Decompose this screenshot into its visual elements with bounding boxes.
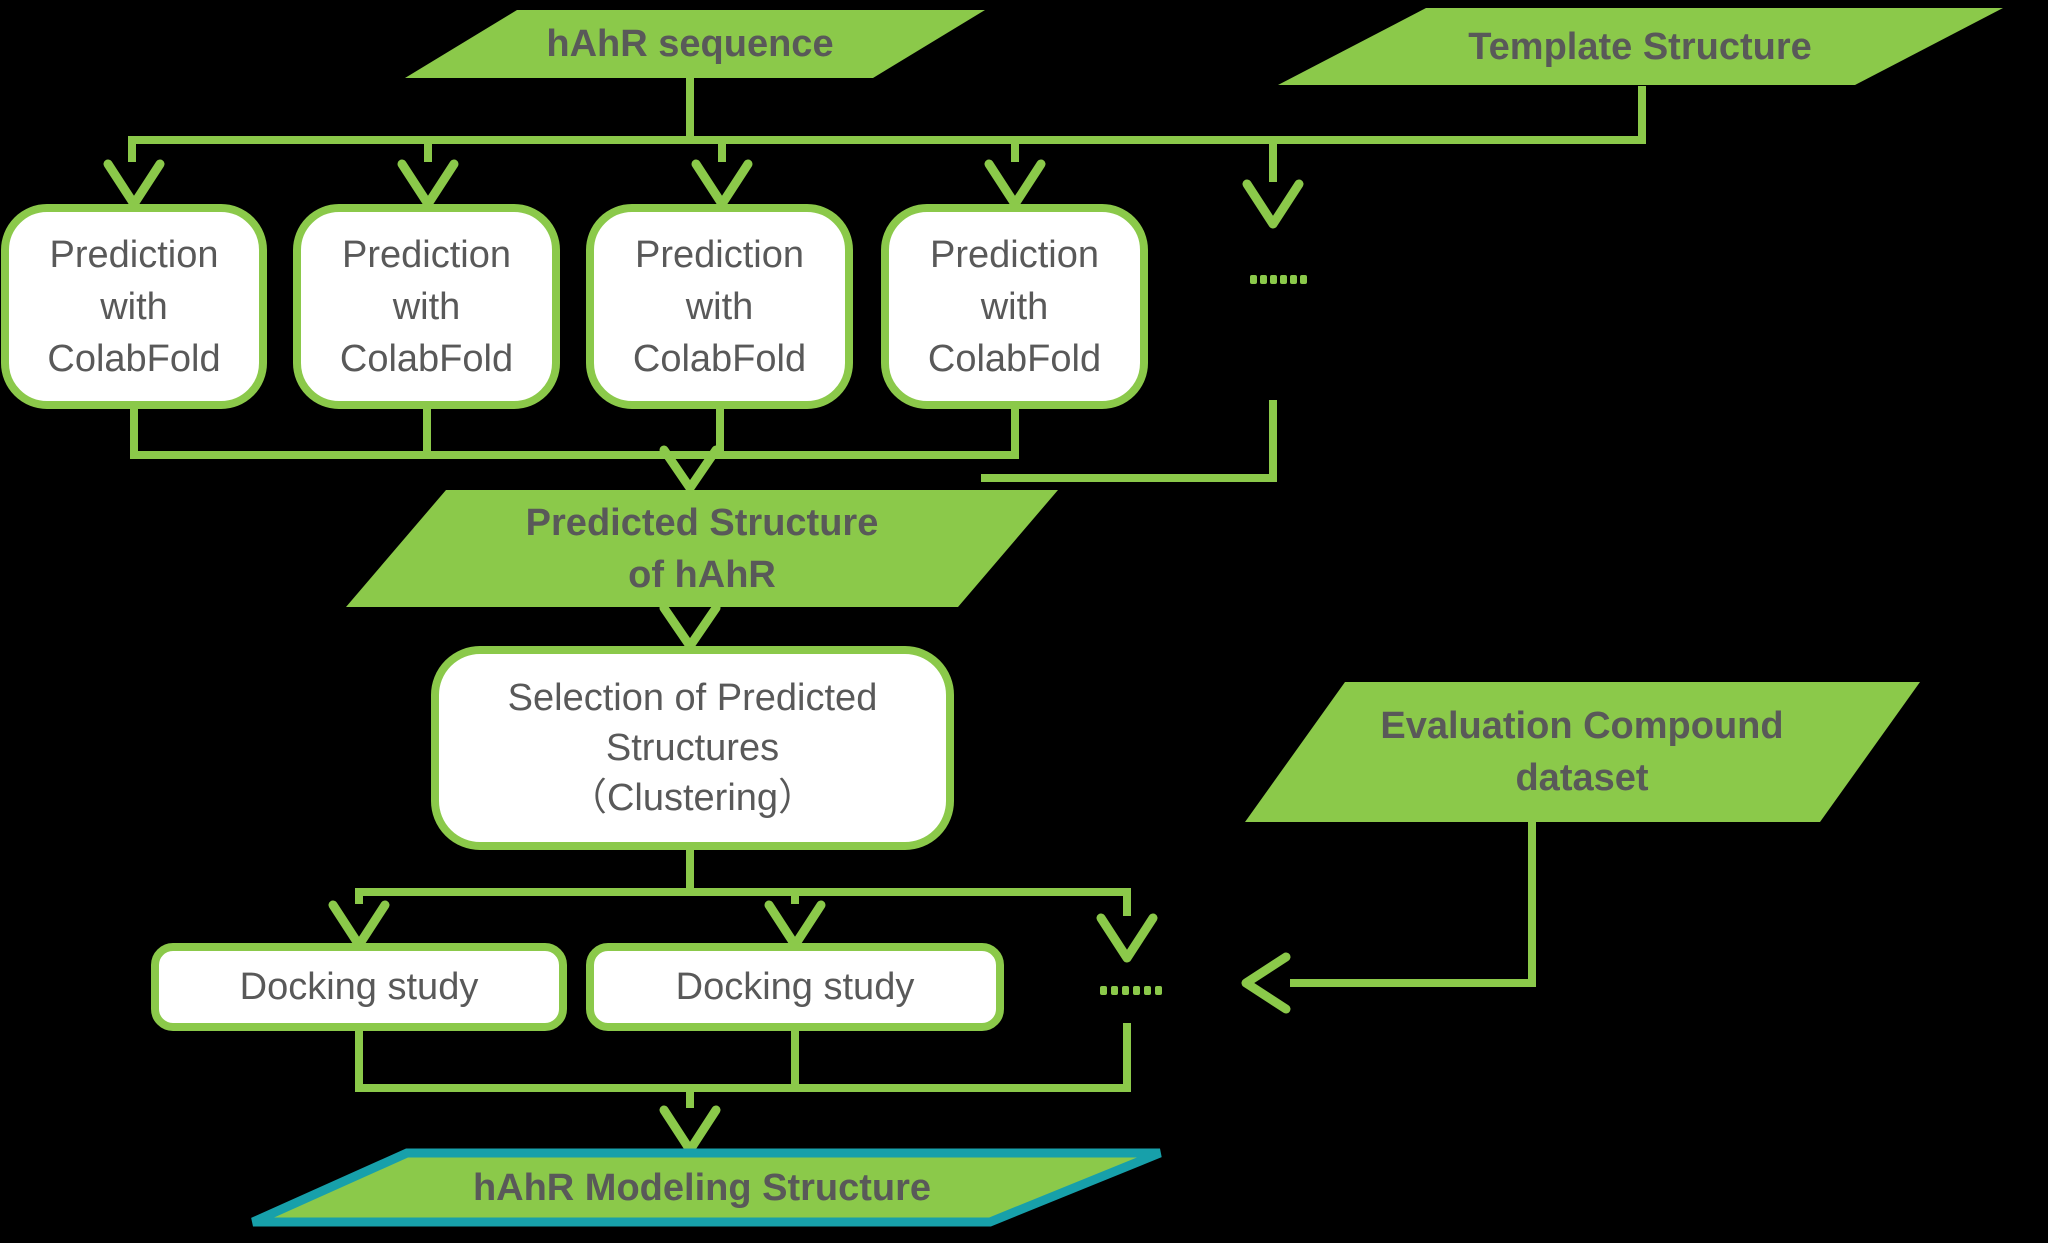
connector-lines <box>128 78 1646 1108</box>
arrowhead-down-5 <box>1242 179 1304 229</box>
ellipsis-dots-top <box>1250 275 1307 284</box>
arrowhead-down-4 <box>984 159 1046 209</box>
template-structure-shape <box>1278 8 2003 85</box>
arrowhead-evaluation-left <box>1241 952 1291 1014</box>
ellipsis-dots-bottom <box>1100 986 1162 995</box>
arrowhead-to-selection <box>659 603 721 651</box>
arrowhead-to-predicted <box>659 445 721 493</box>
connector-collector-1 <box>130 405 1019 459</box>
process-boxes <box>1 204 1148 1031</box>
modeling-structure-shape <box>251 1148 1162 1227</box>
docking-box-1 <box>151 943 567 1031</box>
docking-box-2 <box>586 943 1004 1031</box>
selection-box <box>431 646 954 850</box>
prediction-box-2 <box>293 204 560 409</box>
hahr-sequence-shape <box>405 10 985 78</box>
connector-dots-branch <box>981 400 1277 482</box>
connector-distribution-docking <box>355 888 1131 916</box>
arrowhead-to-modeling <box>659 1105 721 1155</box>
arrowhead-docking-2 <box>764 900 826 950</box>
evaluation-dataset-shape <box>1245 682 1920 822</box>
connector-collector-2 <box>355 1023 1131 1092</box>
arrowhead-down-1 <box>103 159 165 209</box>
prediction-box-4 <box>881 204 1148 409</box>
prediction-box-1 <box>1 204 267 409</box>
arrowhead-docking-1 <box>328 900 390 950</box>
arrowhead-docking-3 <box>1096 913 1158 963</box>
connector-distribution-top <box>128 86 1646 162</box>
arrowhead-down-3 <box>691 159 753 209</box>
prediction-box-3 <box>586 204 853 409</box>
predicted-structure-shape <box>346 490 1058 607</box>
connector-evaluation-feed <box>1290 822 1536 987</box>
arrowhead-down-2 <box>397 159 459 209</box>
